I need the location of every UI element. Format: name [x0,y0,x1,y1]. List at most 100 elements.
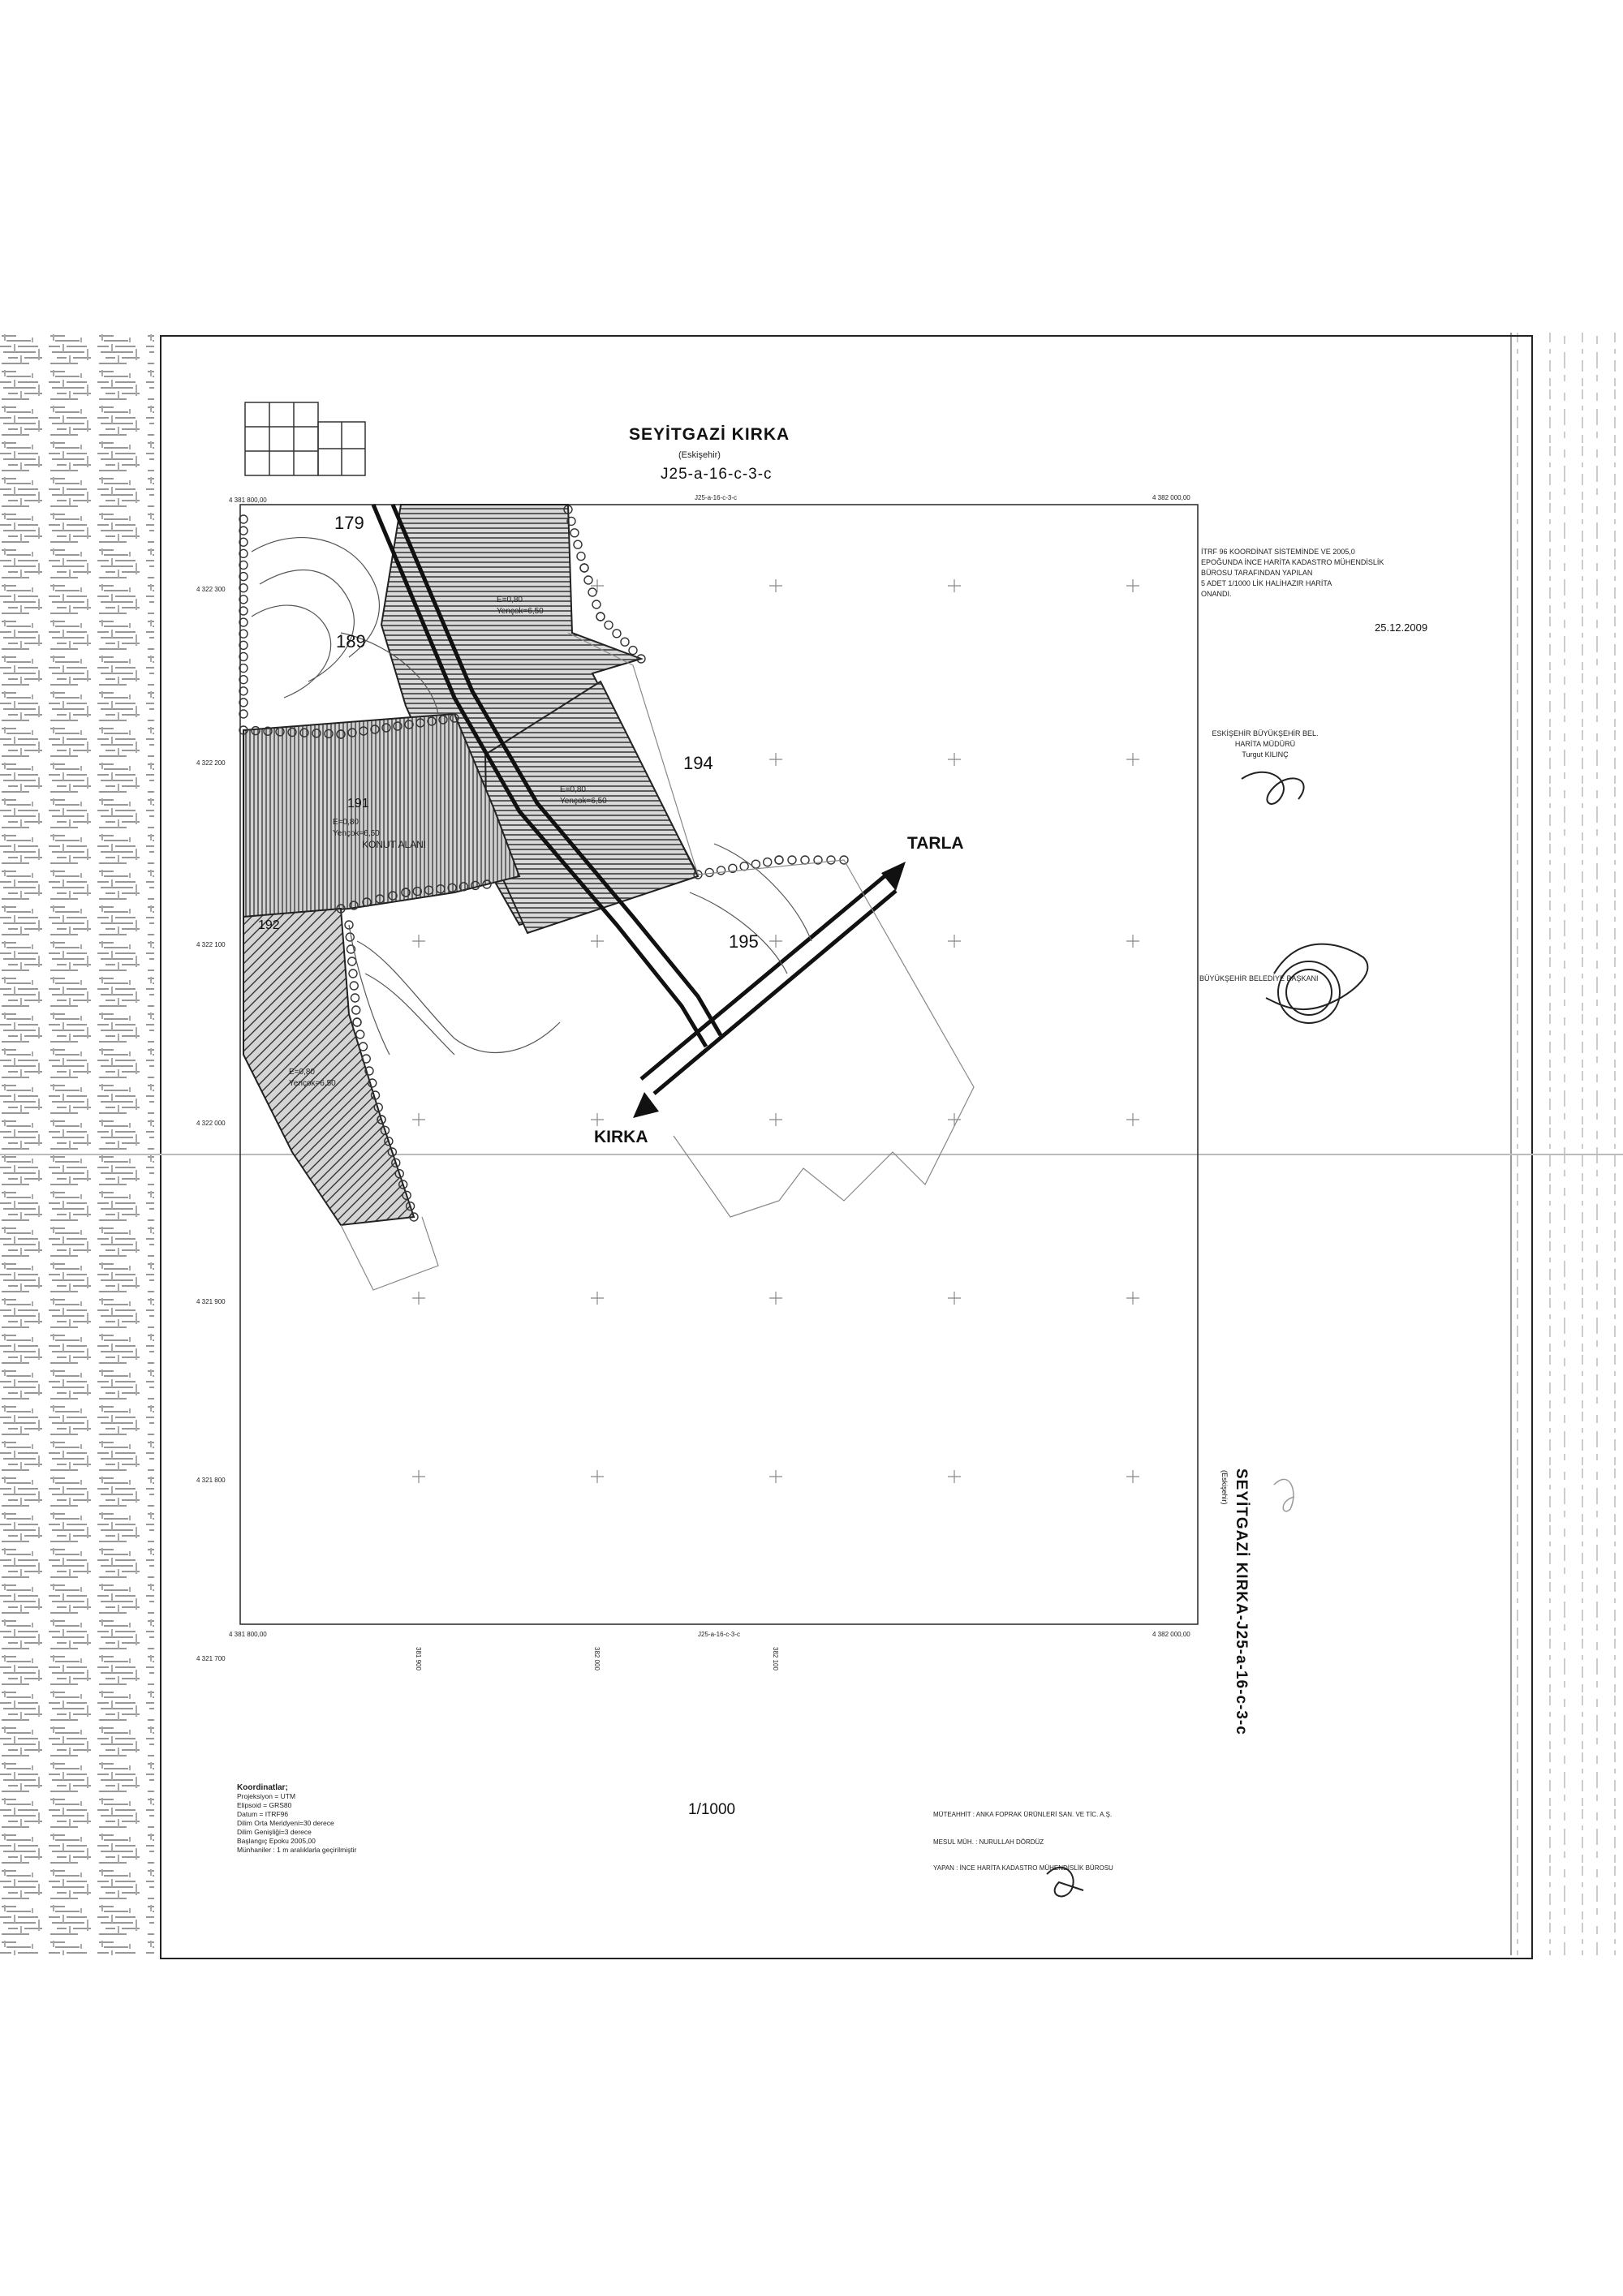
boundary-marker [239,583,248,593]
arrow-tarla [881,862,906,891]
boundary-marker [704,867,714,878]
parcel-hatched-southwest [243,907,415,1227]
left-coord-6: 4 321 800 [196,1477,226,1484]
note-a-2: Yençok=6,50 [497,607,544,616]
boundary-marker [716,866,726,875]
grid-cross [1126,935,1139,948]
direction-kirka: KIRKA [594,1128,648,1146]
boundary-marker [364,1066,374,1076]
boundary-marker [763,857,773,867]
boundary-marker [239,548,248,559]
boundary-marker [458,882,469,892]
grid-cross [1126,579,1139,592]
note-c-2: Yençok=6,50 [333,829,380,838]
note-b-2: Yençok=6,50 [560,797,607,806]
parcel-195: 195 [729,931,759,952]
left-coord-5: 4 321 900 [196,1298,226,1305]
boundary-marker [604,620,613,630]
grid-cross [948,1113,961,1126]
boundary-marker [588,587,597,597]
boundary-marker [361,1054,371,1064]
parcel-192: 192 [258,918,280,932]
boundary-marker [375,894,385,904]
boundary-marker [324,729,334,739]
boundary-marker [596,612,605,621]
boundary-marker [239,674,248,685]
bottom-coord-center: J25-a-16-c-3-c [698,1631,741,1638]
left-coord-7: 4 321 700 [196,1655,226,1662]
index-grid [244,402,366,476]
boundary-marker [263,726,273,736]
boundary-marker [774,855,784,865]
right-scan-noise [1509,333,1623,1955]
map-scale: 1/1000 [688,1801,736,1818]
left-scan-noise [0,333,154,1955]
boundary-marker [427,716,437,726]
boundary-marker [351,1005,361,1015]
left-coord-2: 4 322 200 [196,759,226,767]
maker-office: YAPAN : İNCE HARİTA KADASTRO MÜHENDİSLİK… [933,1864,1113,1872]
boundary-marker [393,721,403,731]
sheet-title: SEYİTGAZİ KIRKA [629,425,790,444]
boundary-marker [251,725,260,736]
parcel-189: 189 [336,631,366,651]
boundary-marker [358,1042,368,1051]
map-frame [239,504,1199,1625]
boundary-marker [566,516,576,527]
boundary-marker [471,880,480,891]
note-c-1: E=0,80 [333,818,359,827]
grid-cross [769,753,782,766]
boundary-marker [348,969,358,978]
boundary-marker [350,993,360,1003]
boundary-marker [239,651,248,662]
boundary-marker [239,617,248,627]
boundary-marker [402,1190,411,1201]
contractor-signature [1046,1866,1084,1898]
grid-cross [769,579,782,592]
parcel-191: 191 [347,797,369,810]
boundary-marker [388,891,398,901]
road-diagonal-south [639,875,886,1081]
grid-cross [412,1113,425,1126]
boundary-marker [620,637,630,647]
boundary-marker [362,897,372,907]
grid-cross [1126,1113,1139,1126]
boundary-marker [239,514,248,524]
coordinate-legend: Koordinatlar; Projeksiyon = UTM Elipsoid… [237,1783,357,1854]
boundary-marker [387,1147,398,1157]
note-d-2: Yençok=6,50 [289,1079,336,1088]
boundary-marker [813,855,823,865]
boundary-marker [377,1115,386,1124]
boundary-marker [404,720,414,729]
office-signature [1241,771,1305,805]
boundary-marker [312,729,321,738]
boundary-marker [398,1180,408,1189]
left-coord-1: 4 322 300 [196,586,226,593]
boundary-marker [583,575,593,585]
grid-cross [412,935,425,948]
boundary-marker [336,729,346,739]
boundary-marker [349,981,359,991]
boundary-marker [800,855,810,865]
boundary-marker [438,715,448,724]
sheet-border [160,335,1533,1959]
boundary-marker [352,1017,362,1027]
bottom-coord-right: 4 382 000,00 [1152,1631,1190,1638]
sheet-subtitle: (Eskişehir) [678,450,721,460]
grid-cross [1126,753,1139,766]
boundary-marker [787,855,797,865]
right-noise-texture [1509,333,1623,1955]
note-b-1: E=0,80 [560,785,586,794]
grid-cross [412,1292,425,1305]
road-diagonal-north [652,889,898,1095]
left-coord-3: 4 322 100 [196,941,226,948]
boundary-marker [239,560,248,570]
bottom-coord-left: 4 381 800,00 [229,1631,267,1638]
boundary-marker [346,944,356,954]
top-coord-center: J25-a-16-c-3-c [695,494,738,501]
boundary-marker [368,1078,377,1088]
office-note: ESKİŞEHİR BÜYÜKŞEHİR BEL. HARİTA MÜDÜRÜ … [1212,729,1319,759]
top-coord-left: 4 381 800,00 [229,497,267,504]
grid-cross [1126,1470,1139,1483]
boundary-marker [239,663,248,673]
